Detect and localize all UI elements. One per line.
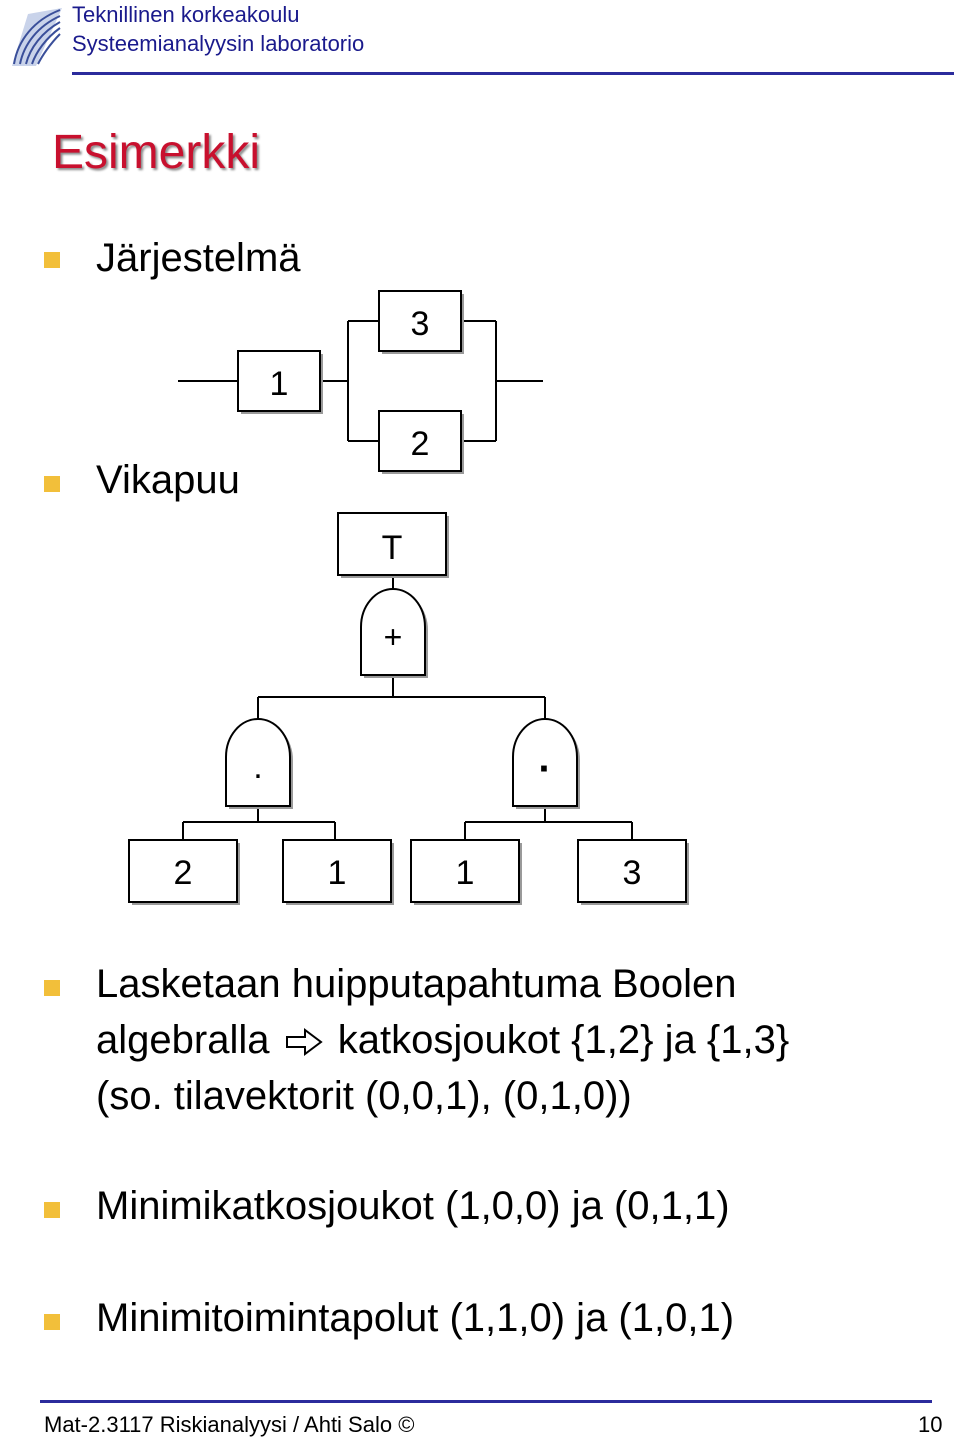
block-1-label: 1 [270, 365, 289, 403]
basic-event: 2 [128, 839, 240, 905]
bullet-faulttree: Vikapuu [96, 458, 240, 502]
top-event-label: T [382, 529, 403, 567]
bullet-boolean-line2: algebralla katkosjoukot {1,2} ja {1,3} [96, 1016, 789, 1064]
or-gate: + [360, 588, 428, 678]
bullet-boolean-line1: Lasketaan huipputapahtuma Boolen [96, 962, 737, 1006]
basic-event-label: 1 [328, 854, 347, 892]
bullet-mincut: Minimikatkosjoukot (1,0,0) ja (0,1,1) [96, 1184, 730, 1228]
and-gate-left: . [225, 718, 293, 809]
and-gate-right: · [512, 718, 580, 809]
block-3: 3 [378, 290, 464, 354]
block-3-label: 3 [411, 305, 430, 343]
bullet-marker [44, 980, 60, 996]
or-gate-symbol: + [384, 619, 403, 655]
slide-title: Esimerkki [52, 126, 261, 179]
implies-arrow-icon [285, 1028, 323, 1057]
header-rule [72, 72, 954, 75]
page-number: 10 [918, 1412, 943, 1437]
header-laboratory: Systeemianalyysin laboratorio [72, 31, 365, 56]
bullet-system: Järjestelmä [96, 236, 301, 280]
bullet-marker [44, 1202, 60, 1218]
top-event-t: T [337, 512, 449, 578]
bullet-marker [44, 476, 60, 492]
reliability-block-diagram [178, 320, 543, 442]
footer-course: Mat-2.3117 Riskianalyysi / Ahti Salo © [44, 1412, 415, 1437]
basic-event: 3 [577, 839, 689, 905]
fault-tree-connectors [182, 575, 633, 840]
cut-sets-text: katkosjoukot {1,2} ja {1,3} [337, 1018, 790, 1062]
bullet-minpath: Minimitoimintapolut (1,1,0) ja (1,0,1) [96, 1296, 735, 1340]
bullet-marker [44, 252, 60, 268]
basic-event-label: 1 [456, 854, 475, 892]
and-gate-right-symbol: · [538, 747, 551, 791]
block-1: 1 [237, 350, 323, 414]
footer-rule [40, 1400, 932, 1403]
header-university: Teknillinen korkeakoulu [72, 2, 300, 27]
basic-event: 1 [282, 839, 394, 905]
and-gate-left-symbol: . [253, 748, 262, 786]
basic-event: 1 [410, 839, 522, 905]
bullet-boolean-line3: (so. tilavektorit (0,0,1), (0,1,0)) [96, 1074, 632, 1118]
basic-event-label: 3 [623, 854, 642, 892]
block-2: 2 [378, 410, 464, 474]
basic-event-label: 2 [174, 854, 193, 892]
boolean-algebra-text: algebralla [96, 1018, 270, 1062]
block-2-label: 2 [411, 425, 430, 463]
system-diagrams: 1 3 2 T + . [128, 290, 689, 905]
university-logo-icon [12, 8, 62, 66]
bullet-marker [44, 1314, 60, 1330]
